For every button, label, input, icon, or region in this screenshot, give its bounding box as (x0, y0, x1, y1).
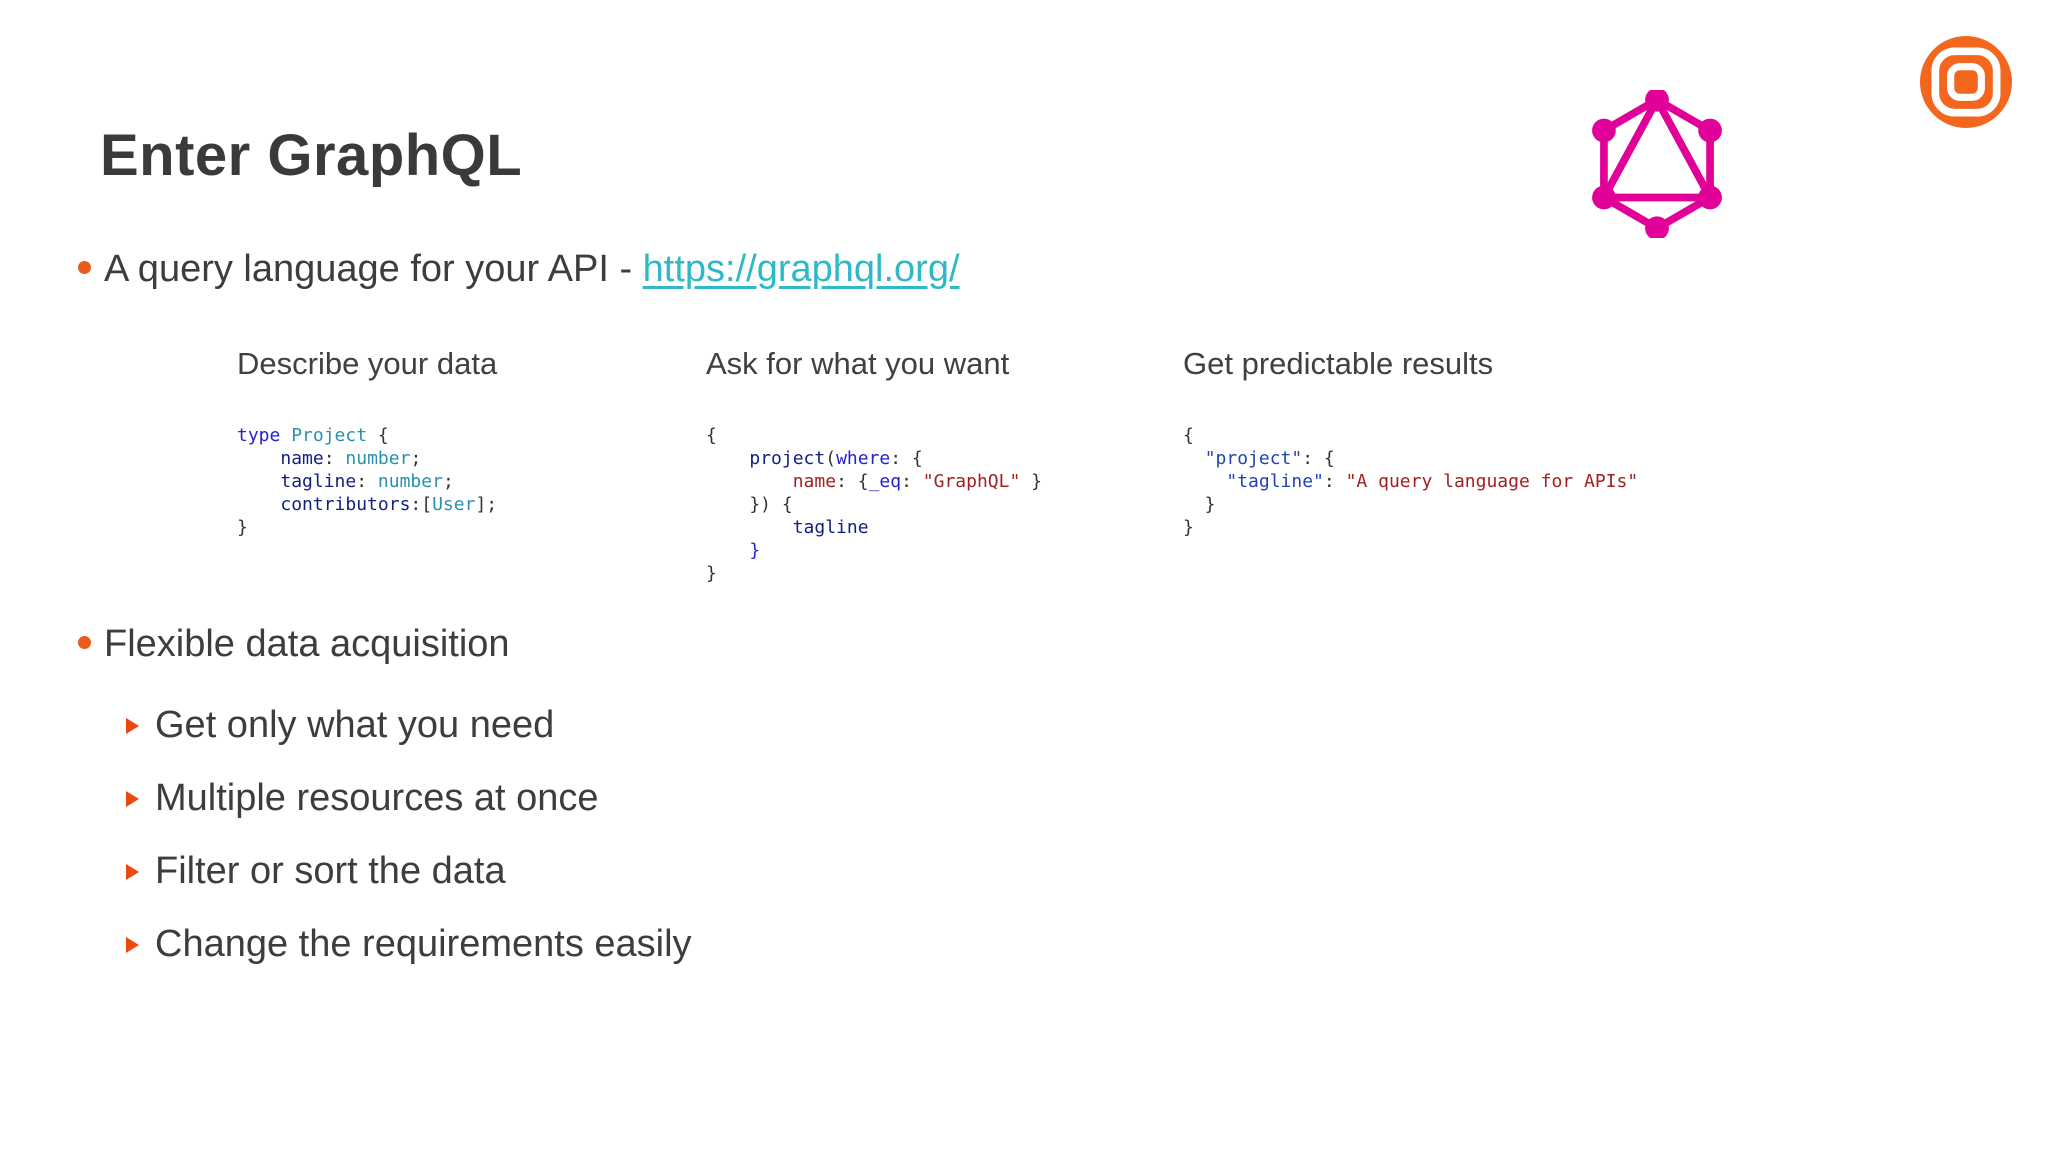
code-block-query: { project(where: { name: {_eq: "GraphQL"… (706, 425, 1043, 584)
sub-bullet-text: Change the requirements easily (155, 923, 692, 965)
graphql-logo-icon (1592, 90, 1722, 238)
bullet-dot-icon (78, 636, 91, 650)
column-header-describe: Describe your data (237, 346, 498, 381)
bullet-text: A query language for your API - (104, 248, 643, 290)
sub-bullet-text: Multiple resources at once (155, 777, 599, 819)
bullet-flexible-data: Flexible data acquisition (78, 623, 510, 666)
page-title: Enter GraphQL (100, 123, 523, 188)
sub-bullet-get-only: Get only what you need (126, 704, 554, 747)
triangle-bullet-icon (126, 718, 139, 734)
column-header-results: Get predictable results (1183, 346, 1494, 381)
sub-bullet-text: Filter or sort the data (155, 850, 506, 892)
column-header-ask: Ask for what you want (706, 346, 1010, 381)
bullet-query-language: A query language for your API - https://… (78, 248, 960, 291)
graphql-org-link[interactable]: https://graphql.org/ (642, 248, 960, 290)
sub-bullet-change-requirements: Change the requirements easily (126, 923, 692, 966)
bullet-text: Flexible data acquisition (104, 623, 510, 665)
code-block-result: { "project": { "tagline": "A query langu… (1183, 425, 1639, 538)
bullet-dot-icon (78, 261, 91, 275)
triangle-bullet-icon (126, 937, 139, 953)
sub-bullet-multiple-resources: Multiple resources at once (126, 777, 599, 820)
code-block-schema: type Project { name: number; tagline: nu… (237, 425, 498, 538)
triangle-bullet-icon (126, 791, 139, 807)
orange-target-logo-icon (1920, 36, 2012, 128)
sub-bullet-filter-sort: Filter or sort the data (126, 850, 506, 893)
sub-bullet-text: Get only what you need (155, 704, 555, 746)
triangle-bullet-icon (126, 864, 139, 880)
